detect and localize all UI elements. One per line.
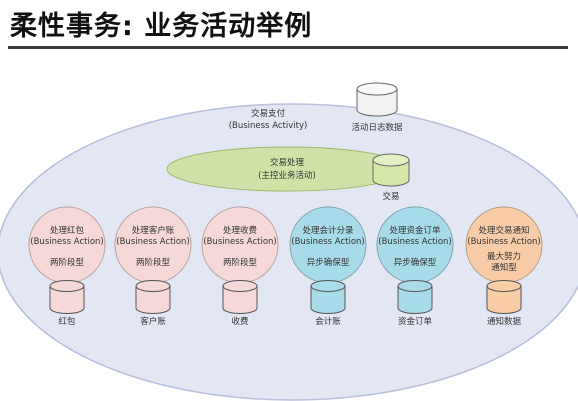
business-action-sub: (Business Action)	[203, 237, 276, 247]
db-top	[135, 280, 171, 292]
business-action-type: 最大努力通知型	[487, 251, 521, 273]
business-action-db	[222, 280, 258, 314]
business-action-name: 处理收费	[223, 225, 258, 236]
activity-log-db	[356, 82, 398, 117]
db-top	[222, 280, 258, 292]
main-service-sub: (主控业务活动)	[258, 170, 316, 181]
business-activity-boundary	[0, 103, 578, 401]
business-action-sub: (Business Action)	[116, 237, 189, 247]
transaction-db	[372, 153, 410, 187]
business-action-db-label: 收费	[231, 316, 249, 327]
db-top	[310, 280, 346, 292]
db-top	[486, 280, 522, 292]
business-action-db-label: 会计账	[315, 316, 341, 327]
business-action-sub: (Business Action)	[467, 237, 540, 247]
transaction-db-label: 交易	[382, 191, 399, 202]
business-action-db	[397, 280, 433, 314]
business-action-db	[135, 280, 171, 314]
business-action-sub: (Business Action)	[30, 237, 103, 247]
business-action-db-label: 通知数据	[487, 316, 522, 327]
db-top	[397, 280, 433, 292]
business-action-db	[310, 280, 346, 314]
db-body	[486, 286, 522, 314]
db-top	[49, 280, 85, 292]
main-service-ellipse	[166, 146, 408, 192]
db-body	[135, 286, 171, 314]
db-body	[49, 286, 85, 314]
page-title: 柔性事务: 业务活动举例	[10, 11, 313, 42]
business-action-type: 异步确保型	[394, 257, 437, 268]
business-action-db	[486, 280, 522, 314]
business-action-db-label: 红包	[58, 316, 76, 327]
business-action-sub: (Business Action)	[378, 237, 451, 247]
business-action-db-label: 客户账	[140, 316, 166, 327]
business-action-name: 处理会计分录	[302, 225, 354, 236]
business-action-type: 两阶段型	[50, 257, 85, 268]
activity-log-db-label: 活动日志数据	[351, 122, 403, 133]
business-action-name: 处理资金订单	[389, 225, 441, 236]
business-action-type: 两阶段型	[223, 257, 258, 268]
business-action-name: 处理红包	[50, 225, 85, 236]
business-action-type: 异步确保型	[307, 257, 350, 268]
main-service-name: 交易处理	[270, 157, 305, 168]
business-action-db-label: 资金订单	[398, 316, 433, 327]
business-action-name: 处理交易通知	[478, 225, 529, 236]
activity-name: 交易支付	[251, 108, 286, 119]
activity-sub: (Business Activity)	[229, 121, 308, 131]
db-body	[310, 286, 346, 314]
business-action-db	[49, 280, 85, 314]
db-body	[222, 286, 258, 314]
business-action-name: 处理客户账	[132, 225, 175, 236]
business-action-sub: (Business Action)	[291, 237, 364, 247]
business-action-type: 两阶段型	[136, 257, 171, 268]
db-body	[397, 286, 433, 314]
title-divider	[8, 46, 568, 49]
